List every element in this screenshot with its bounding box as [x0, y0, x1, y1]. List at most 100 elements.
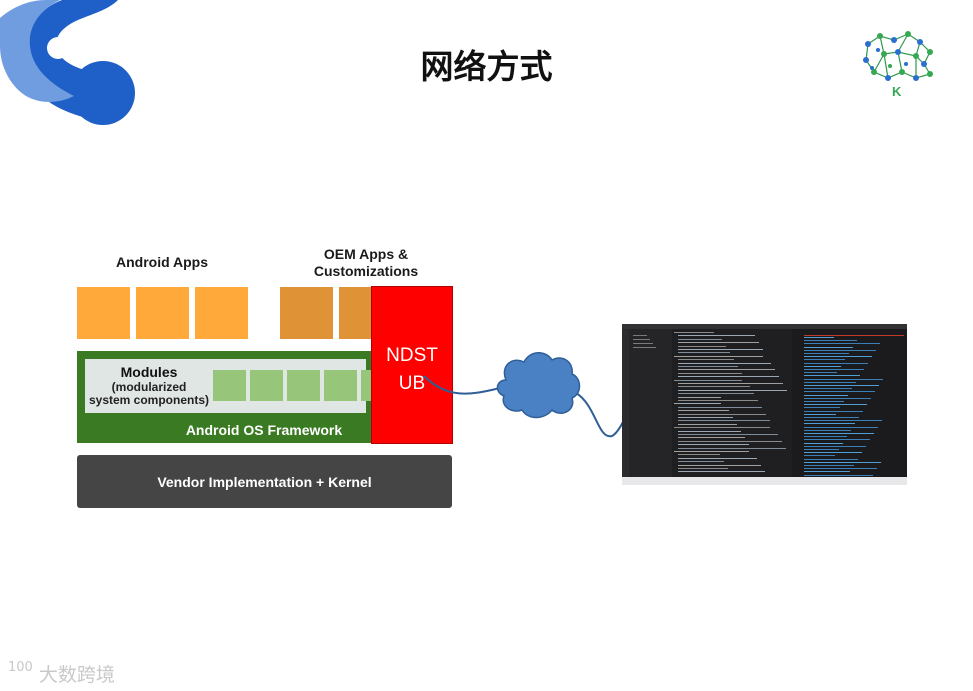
output-line — [804, 474, 873, 476]
code-line — [678, 417, 733, 418]
output-line — [804, 433, 874, 434]
module-block — [250, 370, 283, 401]
android-app-block — [195, 287, 248, 339]
oem-apps-label-line2: Customizations — [313, 263, 419, 279]
modules-subtitle-line1: (modularized — [111, 380, 187, 394]
output-line — [804, 356, 872, 358]
output-line — [804, 353, 849, 354]
code-line — [678, 369, 775, 371]
output-line — [804, 378, 883, 380]
code-line — [678, 457, 757, 459]
code-line — [678, 400, 758, 401]
explorer-line — [633, 335, 647, 336]
output-line — [804, 381, 856, 383]
code-line — [678, 376, 779, 378]
framework-label: Android OS Framework — [185, 422, 343, 438]
output-line — [804, 413, 836, 415]
module-block — [287, 370, 320, 401]
code-line — [678, 396, 721, 398]
code-line — [678, 383, 783, 384]
code-line — [678, 430, 741, 432]
code-line — [678, 461, 724, 463]
oem-app-block — [280, 287, 333, 339]
output-line — [804, 372, 837, 374]
cloud-icon — [496, 352, 581, 419]
output-line — [804, 401, 844, 402]
output-line — [804, 452, 862, 454]
output-line — [804, 468, 877, 470]
ide-explorer-panel — [629, 329, 672, 479]
code-line — [678, 406, 762, 408]
ide-menubar — [622, 324, 907, 329]
output-line — [804, 442, 843, 444]
android-apps-label: Android Apps — [115, 254, 209, 270]
code-line — [678, 471, 765, 473]
code-line — [674, 427, 770, 429]
explorer-line — [633, 339, 650, 340]
watermark-badge: 100 — [8, 660, 33, 675]
watermark: 100 大数跨境 — [8, 660, 115, 687]
output-line — [804, 471, 850, 473]
output-line — [804, 461, 881, 463]
watermark-text: 大数跨境 — [38, 664, 115, 686]
output-line — [804, 375, 860, 377]
output-line — [804, 385, 879, 386]
output-line — [804, 429, 851, 431]
output-error-line — [804, 335, 904, 336]
modules-title: Modules — [120, 364, 178, 380]
output-line — [804, 458, 858, 460]
code-line — [678, 444, 749, 446]
module-block — [213, 370, 246, 401]
code-line — [678, 338, 722, 340]
output-line — [804, 346, 853, 348]
code-line — [678, 440, 782, 442]
modules-subtitle-line2: system components) — [88, 393, 210, 407]
output-line — [804, 369, 864, 370]
module-block — [361, 370, 371, 401]
code-line — [678, 335, 755, 337]
output-line — [804, 365, 841, 367]
oem-apps-label-line1: OEM Apps & — [323, 246, 409, 262]
code-line — [674, 332, 714, 333]
code-line — [674, 451, 749, 452]
output-line — [804, 426, 878, 428]
output-line — [804, 439, 870, 441]
code-line — [678, 410, 729, 412]
code-line — [678, 393, 754, 395]
code-line — [678, 468, 728, 469]
code-line — [678, 423, 737, 425]
output-line — [804, 423, 855, 425]
code-line — [678, 389, 787, 391]
connection-line — [575, 392, 625, 438]
code-line — [678, 349, 763, 350]
ndstub-label: NDST UB — [371, 342, 453, 398]
vendor-kernel-layer — [77, 455, 452, 508]
output-line — [804, 349, 876, 351]
code-line — [678, 447, 786, 449]
ide-screenshot-thumbnail — [622, 324, 907, 485]
ide-taskbar — [622, 477, 907, 485]
output-line — [804, 343, 880, 345]
code-line — [678, 413, 766, 415]
output-line — [804, 394, 848, 396]
output-line — [804, 337, 834, 338]
stylized-s-logo-icon — [0, 0, 135, 125]
module-block — [324, 370, 357, 401]
output-line — [804, 417, 859, 418]
output-line — [804, 436, 847, 438]
ndstub-label-line1: NDST — [386, 345, 438, 366]
output-line — [804, 404, 867, 406]
code-line — [674, 403, 721, 405]
ide-output-panel — [792, 329, 907, 479]
code-line — [678, 437, 745, 439]
explorer-line — [633, 343, 653, 344]
output-line — [804, 455, 835, 457]
code-line — [674, 355, 763, 357]
output-line — [804, 407, 840, 409]
code-line — [678, 342, 759, 344]
vendor-kernel-label: Vendor Implementation + Kernel — [157, 474, 372, 490]
output-line — [804, 359, 845, 361]
output-line — [804, 445, 866, 447]
slide-title: 网络方式 — [420, 47, 553, 86]
code-line — [678, 352, 730, 354]
